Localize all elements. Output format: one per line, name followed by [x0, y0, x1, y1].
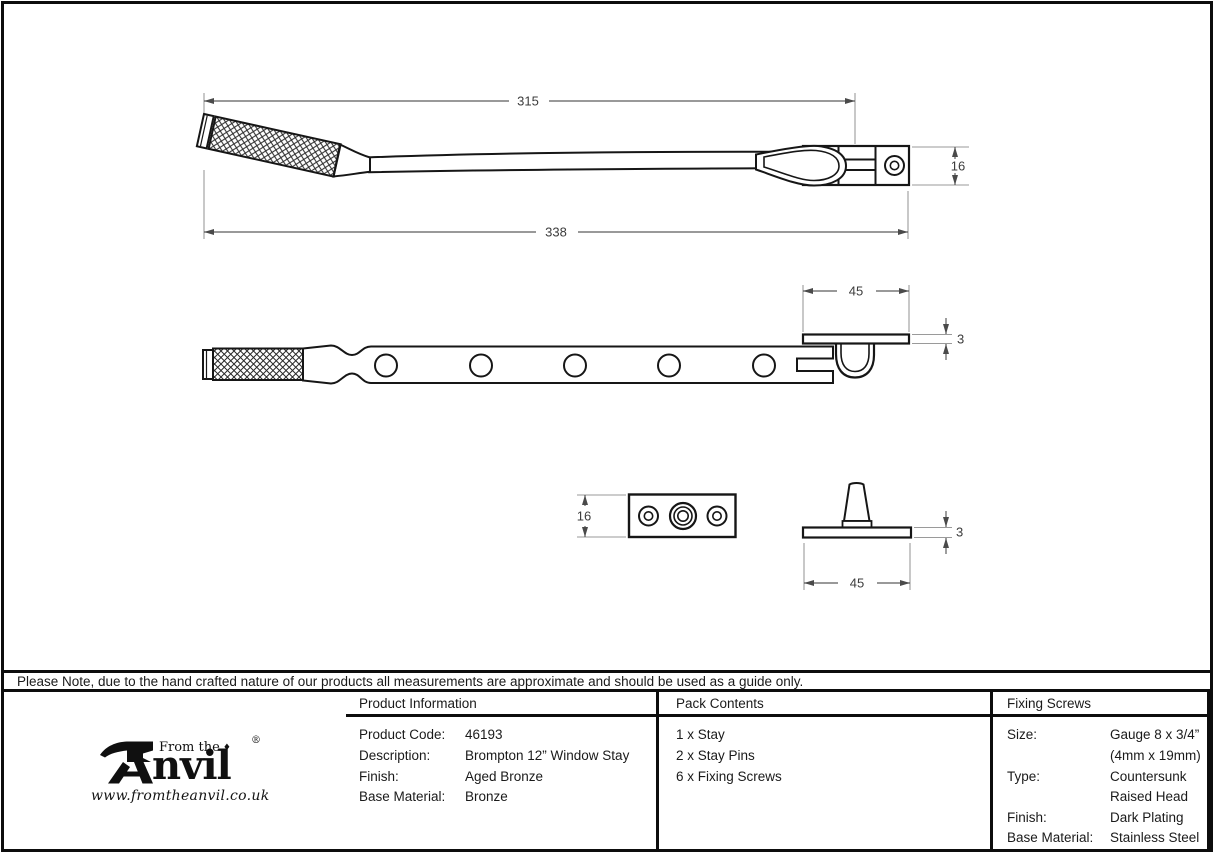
dim-label-45-plan: 45: [849, 284, 863, 299]
stay-bar-holes: [374, 353, 776, 378]
product-code-label: Product Code:: [359, 727, 446, 743]
stay-eye-loop: [755, 144, 848, 187]
knurled-handle-plan: [202, 347, 304, 381]
table-row: Product Code: 46193: [359, 725, 656, 746]
anvil-icon: [100, 741, 153, 784]
stay-pin-view: 45 3: [801, 482, 963, 591]
table-row: Base Material: Bronze: [359, 787, 656, 808]
screw-type-value: Countersunk Raised Head: [1110, 768, 1189, 805]
table-row: Size: Gauge 8 x 3/4” (4mm x 19mm): [1007, 725, 1207, 766]
dim-label-16-keep: 16: [577, 509, 591, 524]
rest-bracket: [801, 333, 911, 379]
header-fixing-screws-label: Fixing Screws: [1007, 695, 1092, 711]
plan-view: 45 3: [202, 284, 964, 385]
screw-base-material-label: Base Material:: [1007, 830, 1094, 846]
table-row: Type: Countersunk Raised Head: [1007, 767, 1207, 808]
stay-pin-shape: [801, 482, 913, 539]
product-information-cell: Product Code: 46193 Description: Brompto…: [346, 717, 659, 849]
screw-size-label: Size:: [1007, 727, 1038, 743]
dim-label-16-side: 16: [951, 159, 965, 174]
logo-from-the: From the♦: [159, 740, 231, 755]
pack-contents-cell: 1 x Stay 2 x Stay Pins 6 x Fixing Screws: [659, 717, 993, 849]
anvil-logo: From the♦ nvil ® www.fromtheanvil.co.uk: [91, 734, 269, 807]
table-row: Finish: Dark Plating: [1007, 808, 1207, 829]
dim-label-45-pin: 45: [850, 576, 864, 591]
finish-value: Aged Bronze: [465, 768, 544, 784]
logo-diamond: ♦: [222, 742, 231, 753]
table-row: Base Material: Stainless Steel: [1007, 828, 1207, 849]
base-material-label: Base Material:: [359, 789, 446, 805]
side-view: 315 338 16: [195, 93, 969, 240]
stay-shaft-side: [364, 150, 781, 174]
logo-brand-text: nvil: [152, 741, 232, 789]
note-text: Please Note, due to the hand crafted nat…: [17, 673, 804, 689]
header-fixing-screws: Fixing Screws: [993, 692, 1210, 718]
product-code-value: 46193: [465, 727, 503, 743]
logo-cell: From the♦ nvil ® www.fromtheanvil.co.uk: [4, 692, 346, 849]
note-row: Please Note, due to the hand crafted nat…: [4, 673, 1210, 693]
screw-base-material-value: Stainless Steel: [1110, 830, 1200, 846]
keep-plate-holes: [638, 501, 728, 531]
logo-url: www.fromtheanvil.co.uk: [91, 787, 270, 804]
pack-item: 6 x Fixing Screws: [676, 768, 782, 784]
header-pack-contents: Pack Contents: [659, 692, 993, 718]
registered-mark: ®: [251, 734, 261, 746]
header-product-information: Product Information: [346, 692, 659, 718]
description-value: Brompton 12” Window Stay: [465, 748, 630, 764]
dim-label-3-plan: 3: [957, 332, 964, 347]
pack-item: 1 x Stay: [676, 727, 725, 743]
spec-grid: Product Information Pack Contents Fixing…: [4, 692, 1210, 849]
screw-size-value: Gauge 8 x 3/4” (4mm x 19mm): [1110, 727, 1201, 764]
screw-type-label: Type:: [1007, 768, 1041, 784]
base-material-value: Bronze: [465, 789, 508, 805]
technical-drawing: 315 338 16: [195, 93, 969, 591]
description-label: Description:: [359, 748, 431, 764]
table-row: Description: Brompton 12” Window Stay: [359, 746, 656, 767]
spec-table: Please Note, due to the hand crafted nat…: [4, 670, 1210, 849]
header-pack-contents-label: Pack Contents: [676, 695, 764, 711]
keep-plate-view: 16: [577, 493, 737, 539]
pack-item: 2 x Stay Pins: [676, 748, 755, 764]
dim-label-3-pin: 3: [956, 525, 963, 540]
screw-finish-value: Dark Plating: [1110, 809, 1184, 825]
dim-label-338: 338: [545, 225, 567, 240]
plan-view-extension-lines: [802, 285, 952, 345]
logo-from-the-text: From the: [159, 739, 220, 755]
fixing-screws-cell: Size: Gauge 8 x 3/4” (4mm x 19mm) Type: …: [993, 717, 1210, 849]
dim-label-315: 315: [517, 94, 539, 109]
table-row: Finish: Aged Bronze: [359, 767, 656, 788]
bracket-screw-hole: [884, 155, 905, 176]
knurled-handle-side: [195, 112, 342, 178]
handle-neck-side: [332, 143, 371, 178]
screw-finish-label: Finish:: [1007, 809, 1047, 825]
header-product-information-label: Product Information: [359, 695, 477, 711]
finish-label: Finish:: [359, 768, 399, 784]
